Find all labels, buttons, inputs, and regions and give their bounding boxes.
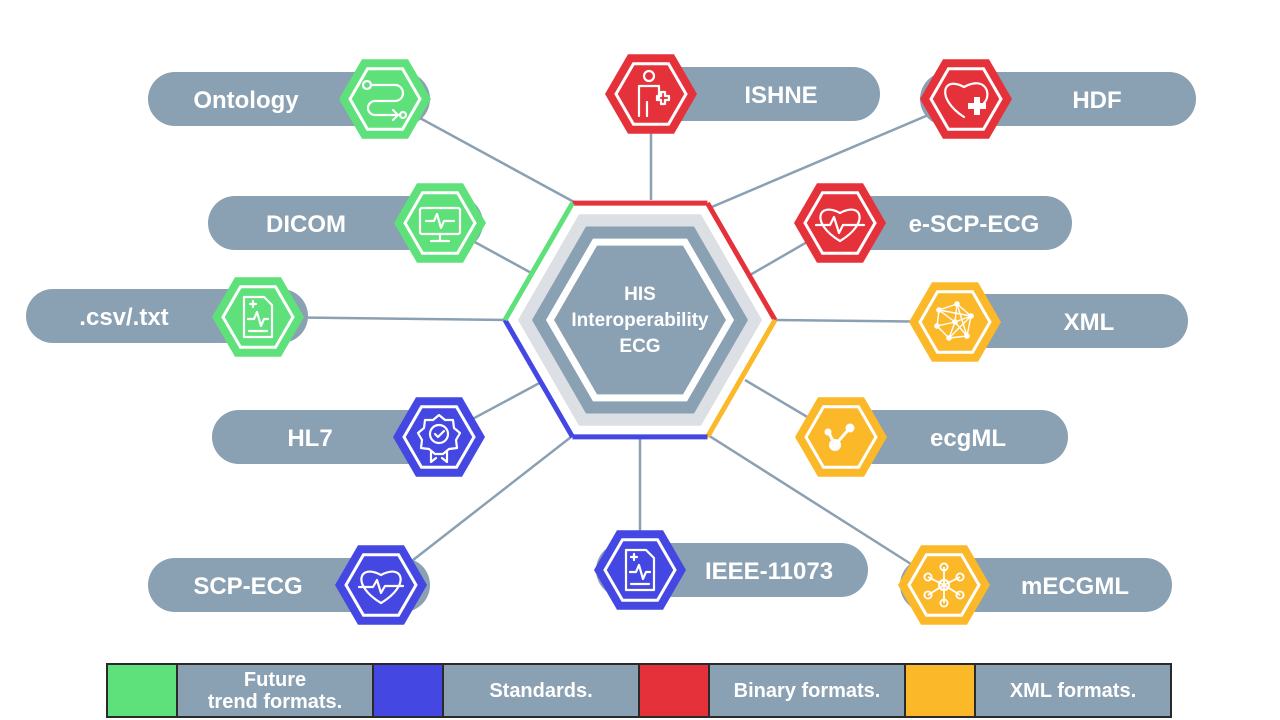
connector-line <box>699 97 967 214</box>
person-medical-icon <box>637 69 671 118</box>
hub-edge-segment <box>705 318 778 439</box>
node-label: DICOM <box>266 211 346 238</box>
hub-network-icon <box>923 562 965 608</box>
node-e-scp-ecg: e-SCP-ECG <box>794 183 1072 263</box>
node-mecgml: mECGML <box>898 545 1172 625</box>
hub-edge-segment <box>705 201 778 322</box>
node-label: .csv/.txt <box>79 304 168 331</box>
node-dicom: DICOM <box>208 183 486 263</box>
connector-line <box>380 429 581 586</box>
hub-title-line: ECG <box>619 336 660 357</box>
legend-label-standards: Standards. <box>444 665 640 716</box>
certificate-badge-icon <box>416 413 462 464</box>
node-hexagon <box>920 59 1012 139</box>
node-ontology: Ontology <box>148 59 431 139</box>
hub-inner-hexagon <box>532 226 748 414</box>
node-hexagon-outline <box>918 290 992 354</box>
node-ishne: ISHNE <box>605 54 880 134</box>
legend-label-binary: Binary formats. <box>710 665 906 716</box>
node-scp-ecg: SCP-ECG <box>148 545 430 625</box>
node-hl7: HL7 <box>212 397 485 477</box>
heart-plus-icon <box>944 82 989 119</box>
node-hexagon-outline <box>803 191 877 255</box>
node-hdf: HDF <box>920 59 1196 139</box>
hub-white-outline <box>545 238 735 402</box>
node-label: ecgML <box>930 425 1006 452</box>
node-hexagon <box>605 54 697 134</box>
node-hexagon-outline <box>929 67 1003 131</box>
node-xml: XML <box>909 282 1188 362</box>
node-hexagon <box>339 59 431 139</box>
node-label: XML <box>1064 309 1115 336</box>
node-hexagon <box>335 545 427 625</box>
node-hexagon-outline <box>603 538 677 602</box>
legend: Future trend formats. Standards. Binary … <box>106 663 1172 718</box>
monitor-ecg-icon <box>418 206 462 243</box>
network-mesh-icon <box>934 301 974 341</box>
hub-edge-segment <box>502 318 575 439</box>
hub-title-line: HIS <box>624 284 656 305</box>
legend-swatch-standards <box>374 665 444 716</box>
node-hexagon-outline <box>614 62 688 126</box>
node-hexagon <box>794 183 886 263</box>
node-hexagon-outline <box>344 553 418 617</box>
node-hexagon-outline <box>403 191 477 255</box>
hub-edge-segment <box>502 201 575 322</box>
node-label: HDF <box>1072 87 1121 114</box>
node-hexagon-outline <box>221 285 295 349</box>
node-hexagon-outline <box>804 405 878 469</box>
node-ecgml: ecgML <box>795 397 1068 477</box>
legend-label-xml: XML formats. <box>976 665 1170 716</box>
heart-ecg-icon <box>814 208 866 243</box>
node-graph-icon <box>824 423 855 451</box>
node-label: IEEE-11073 <box>705 558 833 585</box>
heart-pulse-icon <box>357 570 405 605</box>
node-pill <box>650 67 880 121</box>
node-hexagon-outline <box>907 553 981 617</box>
node-label: Ontology <box>193 87 299 114</box>
medical-report-icon <box>242 295 274 339</box>
connector-line <box>699 428 945 587</box>
node-label: mECGML <box>1021 573 1129 600</box>
document-ecg-icon <box>624 548 656 592</box>
node-hexagon-outline <box>402 405 476 469</box>
node-csv-txt: .csv/.txt <box>26 277 308 357</box>
node-hexagon-outline <box>348 67 422 131</box>
legend-swatch-xml <box>906 665 976 716</box>
hub-title-line: Interoperability <box>571 310 709 331</box>
legend-label-future: Future trend formats. <box>178 665 374 716</box>
node-label: e-SCP-ECG <box>909 211 1040 238</box>
path-route-icon <box>361 79 408 122</box>
legend-swatch-binary <box>640 665 710 716</box>
node-ieee-11073: IEEE-11073 <box>594 530 868 610</box>
node-label: SCP-ECG <box>193 573 302 600</box>
legend-swatch-future <box>108 665 178 716</box>
node-label: ISHNE <box>744 82 817 109</box>
node-label: HL7 <box>287 425 332 452</box>
